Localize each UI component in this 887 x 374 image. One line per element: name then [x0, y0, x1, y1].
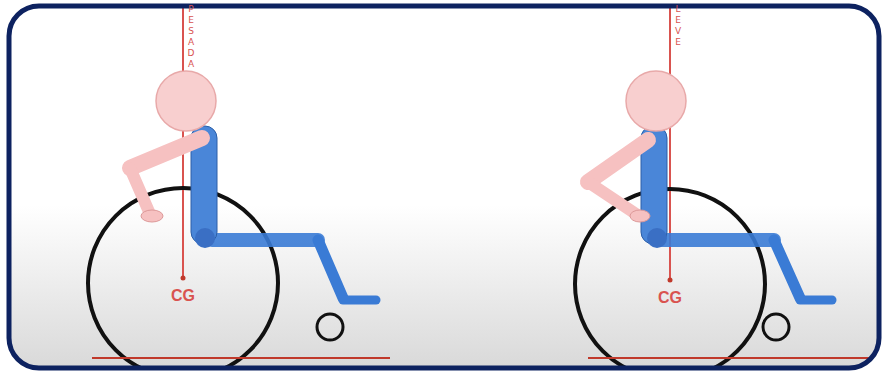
- caster-wheel: [763, 314, 789, 340]
- thigh: [662, 233, 774, 247]
- frame-border: [9, 6, 879, 368]
- hand: [630, 210, 650, 222]
- foot: [343, 296, 376, 305]
- hand: [141, 210, 163, 222]
- caster-wheel: [317, 314, 343, 340]
- hip-joint: [647, 228, 667, 248]
- forearm: [588, 182, 636, 214]
- rear-wheel: [88, 188, 278, 368]
- foot: [800, 296, 832, 305]
- upper-arm: [130, 138, 202, 168]
- rear-wheel: [575, 189, 765, 368]
- ground-line: [92, 357, 390, 359]
- cg-point: [668, 278, 673, 283]
- ground-line: [588, 357, 879, 359]
- upper-arm: [588, 140, 648, 182]
- thigh: [212, 233, 318, 247]
- cg-label: CG: [658, 289, 682, 307]
- head: [156, 71, 216, 131]
- cg-point: [181, 276, 186, 281]
- shin: [318, 240, 343, 298]
- weight-label: LEVE: [673, 4, 683, 48]
- weight-label: PESADA: [186, 4, 196, 70]
- shin: [774, 240, 800, 298]
- frame-background: [9, 6, 879, 368]
- hip-joint: [195, 228, 215, 248]
- forearm: [130, 168, 150, 214]
- head: [626, 71, 686, 131]
- cg-label: CG: [171, 287, 195, 305]
